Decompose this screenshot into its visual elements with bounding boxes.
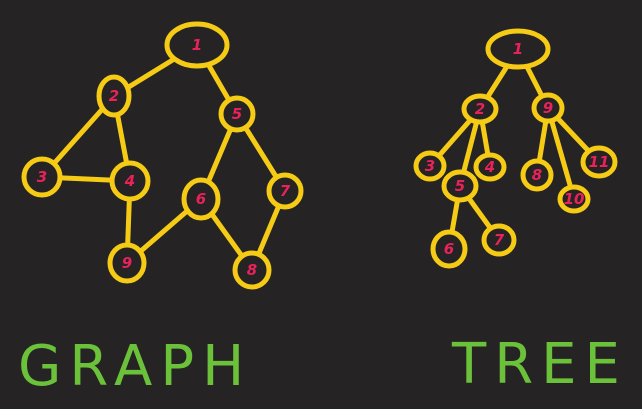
graph-node-fill xyxy=(167,24,227,66)
graph-node-circle xyxy=(164,21,230,69)
tree-node-label: 6 xyxy=(444,240,454,258)
tree-node-circle xyxy=(531,92,565,124)
tree-node-fill xyxy=(488,31,548,67)
graph-nodes: 1 2 3 4 5 6 7 8 9 xyxy=(21,21,304,290)
graph-node-8: 8 xyxy=(232,250,272,290)
graph-node-fill xyxy=(221,98,253,130)
tree-node-fill xyxy=(534,95,562,121)
tree-node-label: 4 xyxy=(484,158,495,176)
tree-node-circle xyxy=(481,223,517,257)
graph-title: GRAPH xyxy=(18,334,252,399)
tree-node-label: 9 xyxy=(543,99,553,117)
tree-node-5: 5 xyxy=(441,169,479,203)
graph-node-circle xyxy=(21,156,63,198)
tree-node-label: 10 xyxy=(564,190,585,208)
graph-node-label: 1 xyxy=(192,36,202,54)
tree-node-label: 5 xyxy=(455,177,465,195)
tree-node-circle xyxy=(473,152,507,182)
tree-node-fill xyxy=(464,96,496,122)
tree-node-circle xyxy=(461,93,499,125)
tree-node-fill xyxy=(444,172,476,200)
tree-node-circle xyxy=(413,150,447,182)
tree-node-2: 2 xyxy=(461,93,499,125)
graph-node-1: 1 xyxy=(164,21,230,69)
tree-node-fill xyxy=(484,226,514,254)
graph-node-9: 9 xyxy=(107,242,147,284)
graph-node-label: 6 xyxy=(196,190,206,208)
tree-node-circle xyxy=(557,184,591,214)
tree-edges xyxy=(427,46,602,252)
graph-node-fill xyxy=(110,245,144,281)
tree-node-3: 3 xyxy=(413,150,447,182)
graph-node-label: 7 xyxy=(280,182,291,200)
graph-node-4: 4 xyxy=(109,160,151,202)
graph-edges xyxy=(39,42,288,273)
graph-node-fill xyxy=(24,159,60,195)
tree-node-label: 11 xyxy=(589,153,610,171)
graph-node-7: 7 xyxy=(266,172,304,210)
tree-node-8: 8 xyxy=(520,158,554,192)
tree-node-4: 4 xyxy=(473,152,507,182)
graph-node-fill xyxy=(184,180,218,218)
tree-node-circle xyxy=(441,169,479,203)
graph-node-circle xyxy=(218,95,256,133)
graph-node-fill xyxy=(99,77,129,115)
graph-node-label: 4 xyxy=(124,172,135,190)
graph-node-3: 3 xyxy=(21,156,63,198)
tree-edge-t9-t10 xyxy=(545,105,577,202)
graph-node-6: 6 xyxy=(181,177,221,221)
graph-node-fill xyxy=(269,175,301,207)
tree-title: TREE xyxy=(451,332,628,397)
tree-node-label: 1 xyxy=(513,40,523,58)
graph-node-circle xyxy=(107,242,147,284)
graph-node-label: 9 xyxy=(122,254,132,272)
tree-node-fill xyxy=(560,187,588,211)
tree-node-9: 9 xyxy=(531,92,565,124)
graph-node-2: 2 xyxy=(96,74,132,118)
tree-node-6: 6 xyxy=(430,229,468,269)
tree-node-fill xyxy=(583,148,615,176)
tree-node-circle xyxy=(580,145,618,179)
tree-node-fill xyxy=(523,161,551,189)
graph-node-label: 5 xyxy=(232,105,242,123)
tree-nodes: 1 2 9 3 4 5 6 7 8 10 11 xyxy=(413,28,618,269)
graph-node-label: 2 xyxy=(109,87,119,105)
graph-node-label: 8 xyxy=(247,261,257,279)
graph-node-circle xyxy=(181,177,221,221)
graph-node-fill xyxy=(235,253,269,287)
tree-node-label: 3 xyxy=(425,157,435,175)
tree-node-label: 2 xyxy=(475,100,485,118)
tree-node-circle xyxy=(485,28,551,70)
graph-node-label: 3 xyxy=(37,168,47,186)
graph-node-circle xyxy=(96,74,132,118)
tree-node-fill xyxy=(416,153,444,179)
tree-node-7: 7 xyxy=(481,223,517,257)
tree-node-11: 11 xyxy=(580,145,618,179)
graph-node-circle xyxy=(266,172,304,210)
tree-node-fill xyxy=(433,232,465,266)
graph-node-circle xyxy=(232,250,272,290)
graph-node-circle xyxy=(109,160,151,202)
tree-node-1: 1 xyxy=(485,28,551,70)
tree-node-label: 7 xyxy=(494,231,505,249)
graph-node-5: 5 xyxy=(218,95,256,133)
graph-node-fill xyxy=(112,163,148,199)
tree-node-circle xyxy=(520,158,554,192)
tree-node-circle xyxy=(430,229,468,269)
tree-node-10: 10 xyxy=(557,184,591,214)
tree-node-fill xyxy=(476,155,504,179)
tree-node-label: 8 xyxy=(532,166,542,184)
